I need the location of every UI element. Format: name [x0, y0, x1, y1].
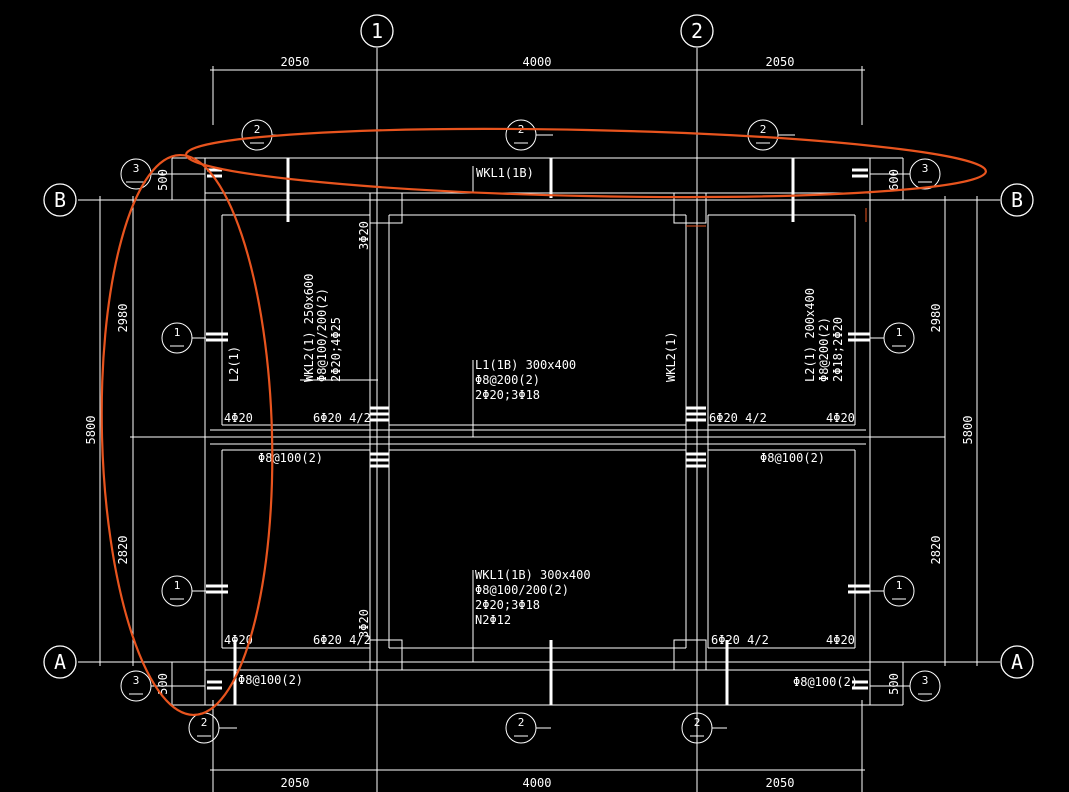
label-bars-4-20-a: 4Φ20 — [224, 411, 253, 425]
section-mark-1-d: 1 — [896, 579, 903, 592]
label-col-bars: 3Φ20 — [357, 221, 371, 250]
dim-right-upper: 2980 — [929, 304, 943, 333]
axis-label-a-left: A — [54, 650, 66, 674]
section-markers — [120, 119, 941, 744]
section-mark-2-e: 2 — [518, 716, 525, 729]
axis-label-a-right: A — [1011, 650, 1023, 674]
label-bars-6-20-c: 6Φ20 4/2 — [313, 633, 371, 647]
label-wkl2-left-bars: 2Φ20;4Φ25 — [329, 317, 343, 382]
label-bars-6-20-d: 6Φ20 4/2 — [711, 633, 769, 647]
column-stubs — [686, 208, 867, 227]
dim-top-1: 2050 — [281, 55, 310, 69]
label-l1-bars: 2Φ20;3Φ18 — [475, 388, 540, 402]
section-mark-3-a: 3 — [133, 162, 140, 175]
dim-top-3: 2050 — [766, 55, 795, 69]
dim-bottom-2: 4000 — [523, 776, 552, 790]
axis-label-b-left: B — [54, 188, 66, 212]
section-mark-1-b: 1 — [896, 326, 903, 339]
label-bars-6-20-a: 6Φ20 4/2 — [313, 411, 371, 425]
dim-left-upper: 2980 — [116, 304, 130, 333]
dim-cant-bot-right: 500 — [887, 673, 901, 695]
label-wkl2-right: WKL2(1) — [664, 331, 678, 382]
label-bars-4-20-d: 4Φ20 — [826, 633, 855, 647]
beam-outlines — [204, 157, 871, 706]
section-marker-bars — [129, 142, 932, 737]
label-l1: L1(1B) 300x400 — [475, 358, 576, 372]
dim-left-total: 5800 — [84, 416, 98, 445]
section-mark-3-d: 3 — [922, 674, 929, 687]
label-stirrup-bot-r: Φ8@100(2) — [793, 675, 858, 689]
axis-bubbles — [43, 14, 1034, 679]
dim-bottom-1: 2050 — [281, 776, 310, 790]
label-l2-right: L2(1) 200x400 — [803, 288, 817, 382]
axis-label-2: 2 — [691, 19, 703, 43]
label-bars-4-20-c: 4Φ20 — [224, 633, 253, 647]
label-wkl1-bot-stirrup: Φ8@100/200(2) — [475, 583, 569, 597]
section-mark-3-c: 3 — [133, 674, 140, 687]
label-stirrup-bot-l: Φ8@100(2) — [238, 673, 303, 687]
dim-left-lower: 2820 — [116, 536, 130, 565]
dim-right-lower: 2820 — [929, 536, 943, 565]
label-stirrup-mid-l: Φ8@100(2) — [258, 451, 323, 465]
label-wkl1-bot: WKL1(1B) 300x400 — [475, 568, 591, 582]
label-l2-right-bars: 2Φ18;2Φ20 — [831, 317, 845, 382]
label-wkl1-top: WKL1(1B) — [476, 166, 534, 180]
label-l1-stirrup: Φ8@200(2) — [475, 373, 540, 387]
axis-label-1: 1 — [371, 19, 383, 43]
label-l2-left: L2(1) — [227, 346, 241, 382]
label-col-bars-b: 3Φ20 — [357, 609, 371, 638]
axis-label-b-right: B — [1011, 188, 1023, 212]
dim-cant-top-left: 500 — [156, 169, 170, 191]
dim-top-2: 4000 — [523, 55, 552, 69]
highlight-top-ellipse — [184, 127, 988, 199]
label-bars-4-20-b: 4Φ20 — [826, 411, 855, 425]
dim-cant-bot-left: 500 — [156, 673, 170, 695]
section-cuts — [206, 158, 870, 705]
section-mark-2-d: 2 — [201, 716, 208, 729]
label-wkl1-bot-bars: 2Φ20;3Φ18 — [475, 598, 540, 612]
label-l2-right-stirrup: Φ8@200(2) — [817, 317, 831, 382]
dim-bottom-3: 2050 — [766, 776, 795, 790]
label-stirrup-mid-r: Φ8@100(2) — [760, 451, 825, 465]
section-mark-1-c: 1 — [174, 579, 181, 592]
section-mark-2-f: 2 — [694, 716, 701, 729]
dimension-lines — [99, 66, 978, 792]
section-mark-1-a: 1 — [174, 326, 181, 339]
section-mark-2-a: 2 — [254, 123, 261, 136]
label-wkl1-bot-torsion: N2Φ12 — [475, 613, 511, 627]
label-bars-6-20-b: 6Φ20 4/2 — [709, 411, 767, 425]
dim-right-total: 5800 — [961, 416, 975, 445]
grid-lines — [78, 48, 1000, 792]
section-mark-3-b: 3 — [922, 162, 929, 175]
dim-cant-top-right: 600 — [887, 169, 901, 191]
section-mark-2-c: 2 — [760, 123, 767, 136]
highlight-left-ellipse — [100, 153, 274, 717]
label-wkl2-left-stirrup: Φ8@100/200(2) — [315, 288, 329, 382]
label-wkl2-left: WKL2(1) 250x600 — [302, 274, 316, 382]
